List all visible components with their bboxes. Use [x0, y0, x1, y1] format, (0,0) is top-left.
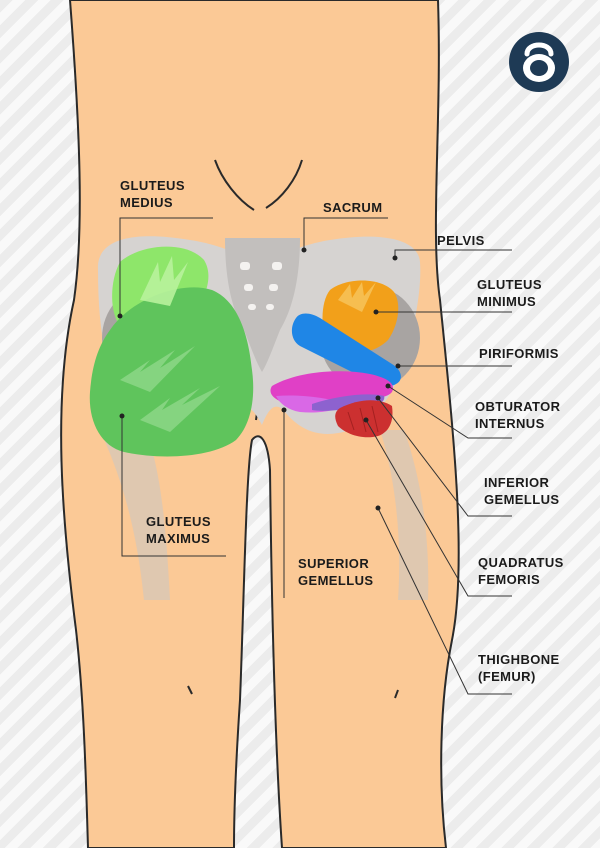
knee-mark-left: [187, 685, 193, 695]
label-piriformis: PIRIFORMIS: [479, 345, 559, 362]
sacral-foramina: [240, 262, 282, 310]
leader-dots: [117, 247, 401, 511]
gluteus-maximus-muscle: [89, 287, 254, 457]
label-pelvis: PELVIS: [437, 232, 485, 249]
leader-lines: [119, 217, 512, 695]
label-gluteus-maximus: GLUTEUS MAXIMUS: [146, 513, 211, 547]
piriformis-muscle: [291, 313, 401, 387]
label-superior-gemellus: SUPERIOR GEMELLUS: [298, 555, 373, 589]
right-femur: [380, 430, 429, 600]
label-line: GLUTEUS: [477, 277, 542, 292]
label-line: PELVIS: [437, 233, 485, 248]
label-line: GLUTEUS: [120, 178, 185, 193]
sacrum-bone: [225, 238, 300, 372]
quadratus-femoris-fibers: [347, 405, 379, 433]
gluteus-minimus-fibers: [338, 282, 376, 312]
label-line: OBTURATOR: [475, 399, 561, 414]
label-line: MINIMUS: [477, 294, 537, 309]
label-line: (FEMUR): [478, 669, 536, 684]
label-inferior-gemellus: INFERIOR GEMELLUS: [484, 474, 559, 508]
label-obturator-internus: OBTURATOR INTERNUS: [475, 398, 560, 432]
label-line: GEMELLUS: [484, 492, 560, 507]
label-gluteus-minimus: GLUTEUS MINIMUS: [477, 276, 542, 310]
label-line: FEMORIS: [478, 572, 541, 587]
knee-mark-right: [394, 689, 399, 699]
lumbar-crease-left: [214, 159, 255, 211]
body-silhouette: [60, 0, 460, 848]
label-line: GEMELLUS: [298, 573, 374, 588]
label-line: GLUTEUS: [146, 514, 211, 529]
lumbar-crease-right: [265, 159, 303, 209]
kettlebell-icon: [509, 32, 569, 92]
label-line: MEDIUS: [120, 195, 173, 210]
label-quadratus-femoris: QUADRATUS FEMORIS: [478, 554, 564, 588]
gluteus-medius-fibers: [140, 256, 188, 306]
gluteus-maximus-fibers: [120, 346, 220, 432]
label-thighbone: THIGHBONE (FEMUR): [478, 651, 560, 685]
label-line: MAXIMUS: [146, 531, 211, 546]
label-line: THIGHBONE: [478, 652, 560, 667]
label-sacrum: SACRUM: [323, 199, 382, 216]
label-line: INFERIOR: [484, 475, 550, 490]
label-line: INTERNUS: [475, 416, 545, 431]
label-line: SACRUM: [323, 200, 383, 215]
label-gluteus-medius: GLUTEUS MEDIUS: [120, 177, 185, 211]
label-line: SUPERIOR: [298, 556, 370, 571]
label-line: PIRIFORMIS: [479, 346, 559, 361]
left-femur: [100, 430, 170, 600]
label-line: QUADRATUS: [478, 555, 564, 570]
